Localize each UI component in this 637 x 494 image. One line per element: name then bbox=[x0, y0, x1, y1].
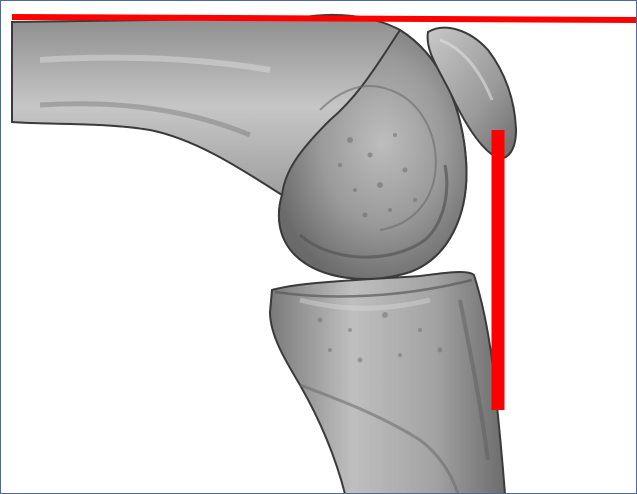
frame-border bbox=[0, 0, 637, 494]
illustration-canvas bbox=[0, 0, 637, 494]
